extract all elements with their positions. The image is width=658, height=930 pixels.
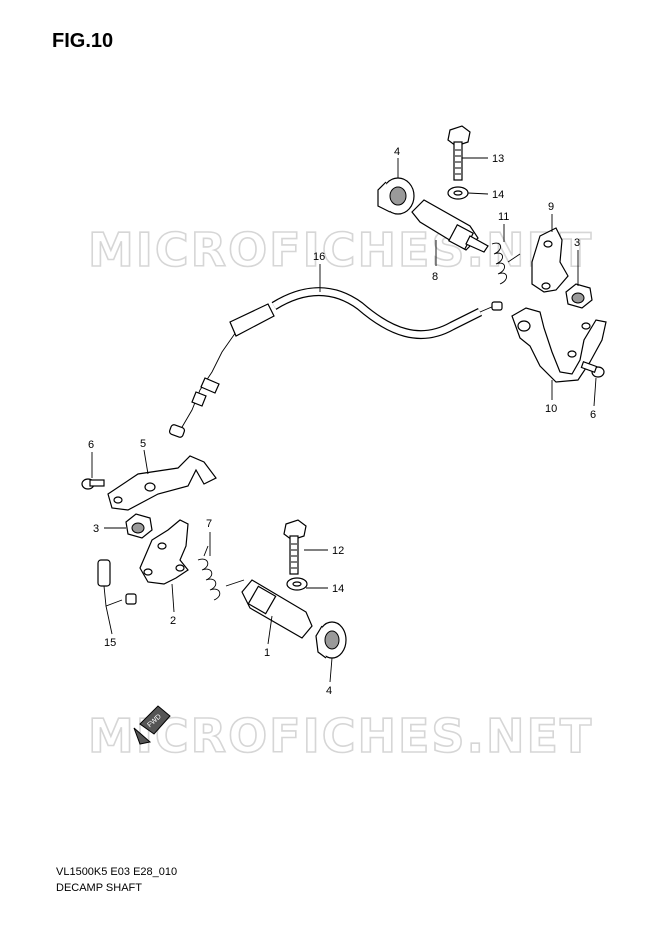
part-4-lower-seal (315, 621, 347, 659)
callout-1: 1 (264, 647, 270, 659)
part-5-bracket (107, 455, 217, 511)
callout-11: 11 (498, 211, 509, 223)
part-13-bolt (447, 125, 471, 181)
section-name: DECAMP SHAFT (56, 882, 142, 894)
part-11-spring (491, 242, 521, 285)
part-7-spring (197, 545, 221, 601)
part-3-upper-nut (565, 283, 593, 309)
part-4-upper-seal (377, 177, 415, 215)
fwd-arrow-icon: FWD (133, 705, 171, 745)
callout-14-upper: 14 (492, 189, 504, 201)
callouts: 4 13 14 11 9 3 8 16 10 6 6 5 3 7 2 12 14… (88, 146, 596, 697)
callout-16: 16 (313, 251, 325, 263)
watermark-bottom: MICROFICHES.NET (88, 709, 593, 763)
callout-6-right: 6 (590, 409, 596, 421)
leader-lines (91, 157, 597, 683)
watermark-top: MICROFICHES.NET (88, 223, 593, 277)
callout-4-upper: 4 (394, 146, 400, 158)
callout-7: 7 (206, 518, 212, 530)
part-2-plate (139, 519, 189, 585)
callout-6-left: 6 (88, 439, 94, 451)
model-code: VL1500K5 E03 E28_010 (56, 866, 178, 878)
callout-2: 2 (170, 615, 176, 627)
callout-3-left: 3 (93, 523, 99, 535)
callout-9: 9 (548, 201, 554, 213)
callout-4-lower: 4 (326, 685, 332, 697)
part-9-plate (531, 227, 569, 293)
part-3-left-nut (125, 513, 153, 539)
part-1-lower-shaft (225, 579, 313, 639)
callout-15: 15 (104, 637, 116, 649)
callout-10: 10 (545, 403, 557, 415)
part-15-switch (97, 559, 137, 607)
callout-3-upper: 3 (574, 237, 580, 249)
callout-8: 8 (432, 271, 438, 283)
callout-13: 13 (492, 153, 504, 165)
callout-5: 5 (140, 438, 146, 450)
figure-title: FIG.10 (52, 30, 114, 52)
part-16-cable (168, 287, 503, 438)
callout-12: 12 (332, 545, 344, 557)
part-6-left-screw (81, 478, 105, 490)
part-6-right-screw (580, 361, 605, 378)
part-8-upper-shaft (411, 199, 489, 253)
part-12-bolt (283, 519, 307, 575)
callout-14-lower: 14 (332, 583, 344, 595)
